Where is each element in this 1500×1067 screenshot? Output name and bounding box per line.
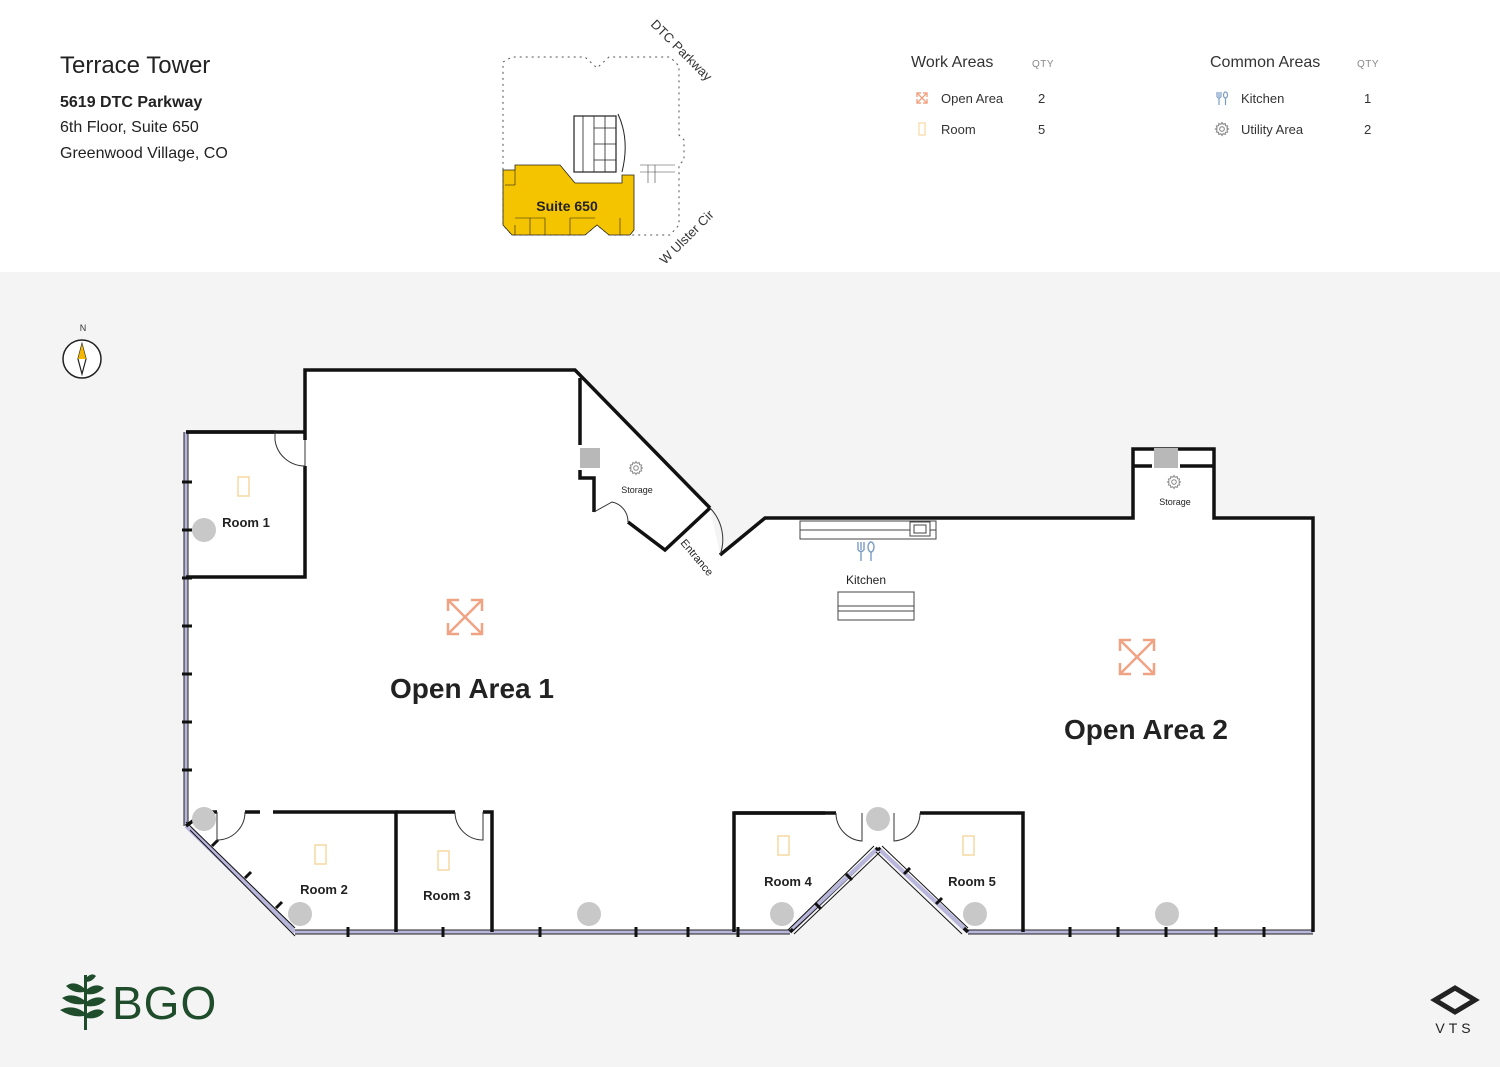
gear-icon [628,460,644,476]
kitchen-label: Kitchen [846,573,886,587]
floor-suite: 6th Floor, Suite 650 [60,119,199,136]
header [0,0,1500,272]
key-plan: Suite 650 DTC Parkway W Ulster Cir [502,17,718,268]
room-5-label: Room 5 [948,874,996,889]
open-area-1-label: Open Area 1 [390,673,554,704]
vts-logo: VTS [1430,985,1480,1036]
storage-1-label: Storage [621,485,653,495]
open-area-icon [446,598,484,636]
legend-item-qty: 1 [1364,91,1372,106]
floor-area [186,370,1313,932]
kitchen-counter [799,520,937,621]
keyplan-suite-label: Suite 650 [536,198,598,214]
room-1-label: Room 1 [222,515,270,530]
legend-item-label: Utility Area [1241,122,1304,137]
room-3-label: Room 3 [423,888,471,903]
legend-item-label: Kitchen [1241,91,1285,106]
door-swings [216,432,921,842]
room-icon [918,122,926,136]
street-label-dtc: DTC Parkway [648,17,716,85]
legend-work-areas-title: Work Areas [911,54,994,71]
legend-item-label: Room [941,122,976,137]
window-outline [183,432,1313,935]
columns [192,518,1179,926]
room-4-label: Room 4 [764,874,812,889]
building-address: 5619 DTC Parkway [60,94,203,111]
legend-item-qty: 2 [1038,91,1046,106]
street-label-ulster: W Ulster Cir [657,207,718,268]
room-2-label: Room 2 [300,882,348,897]
compass-north-label: N [80,323,87,333]
shaft [1154,448,1178,468]
open-area-2-label: Open Area 2 [1064,714,1228,745]
bgo-logo-text: BGO [112,977,217,1029]
vts-logo-text: VTS [1435,1020,1474,1036]
kitchen-icon [1216,91,1229,105]
open-area-icon [916,92,928,104]
gear-icon [1214,121,1230,137]
gear-icon [1166,474,1182,490]
storage-2-label: Storage [1159,497,1191,507]
bgo-logo: BGO [60,974,217,1030]
building-city: Greenwood Village, CO [60,145,228,162]
bgo-leaf-icon [60,974,106,1030]
legend-item-qty: 2 [1364,122,1372,137]
room-icon [237,476,975,871]
compass-icon [62,339,102,379]
floor-plan: N [60,323,1480,1036]
kitchen-icon [857,541,875,561]
legend-common-areas-title: Common Areas [1210,54,1321,71]
suite-highlight [502,164,635,236]
open-area-icon [1118,638,1156,676]
legend-common-qty-header: QTY [1357,59,1380,70]
shaft [580,448,600,468]
legend-work-qty-header: QTY [1032,59,1055,70]
building-name: Terrace Tower [60,52,211,79]
legend-item-label: Open Area [941,91,1004,106]
legend-item-qty: 5 [1038,122,1046,137]
